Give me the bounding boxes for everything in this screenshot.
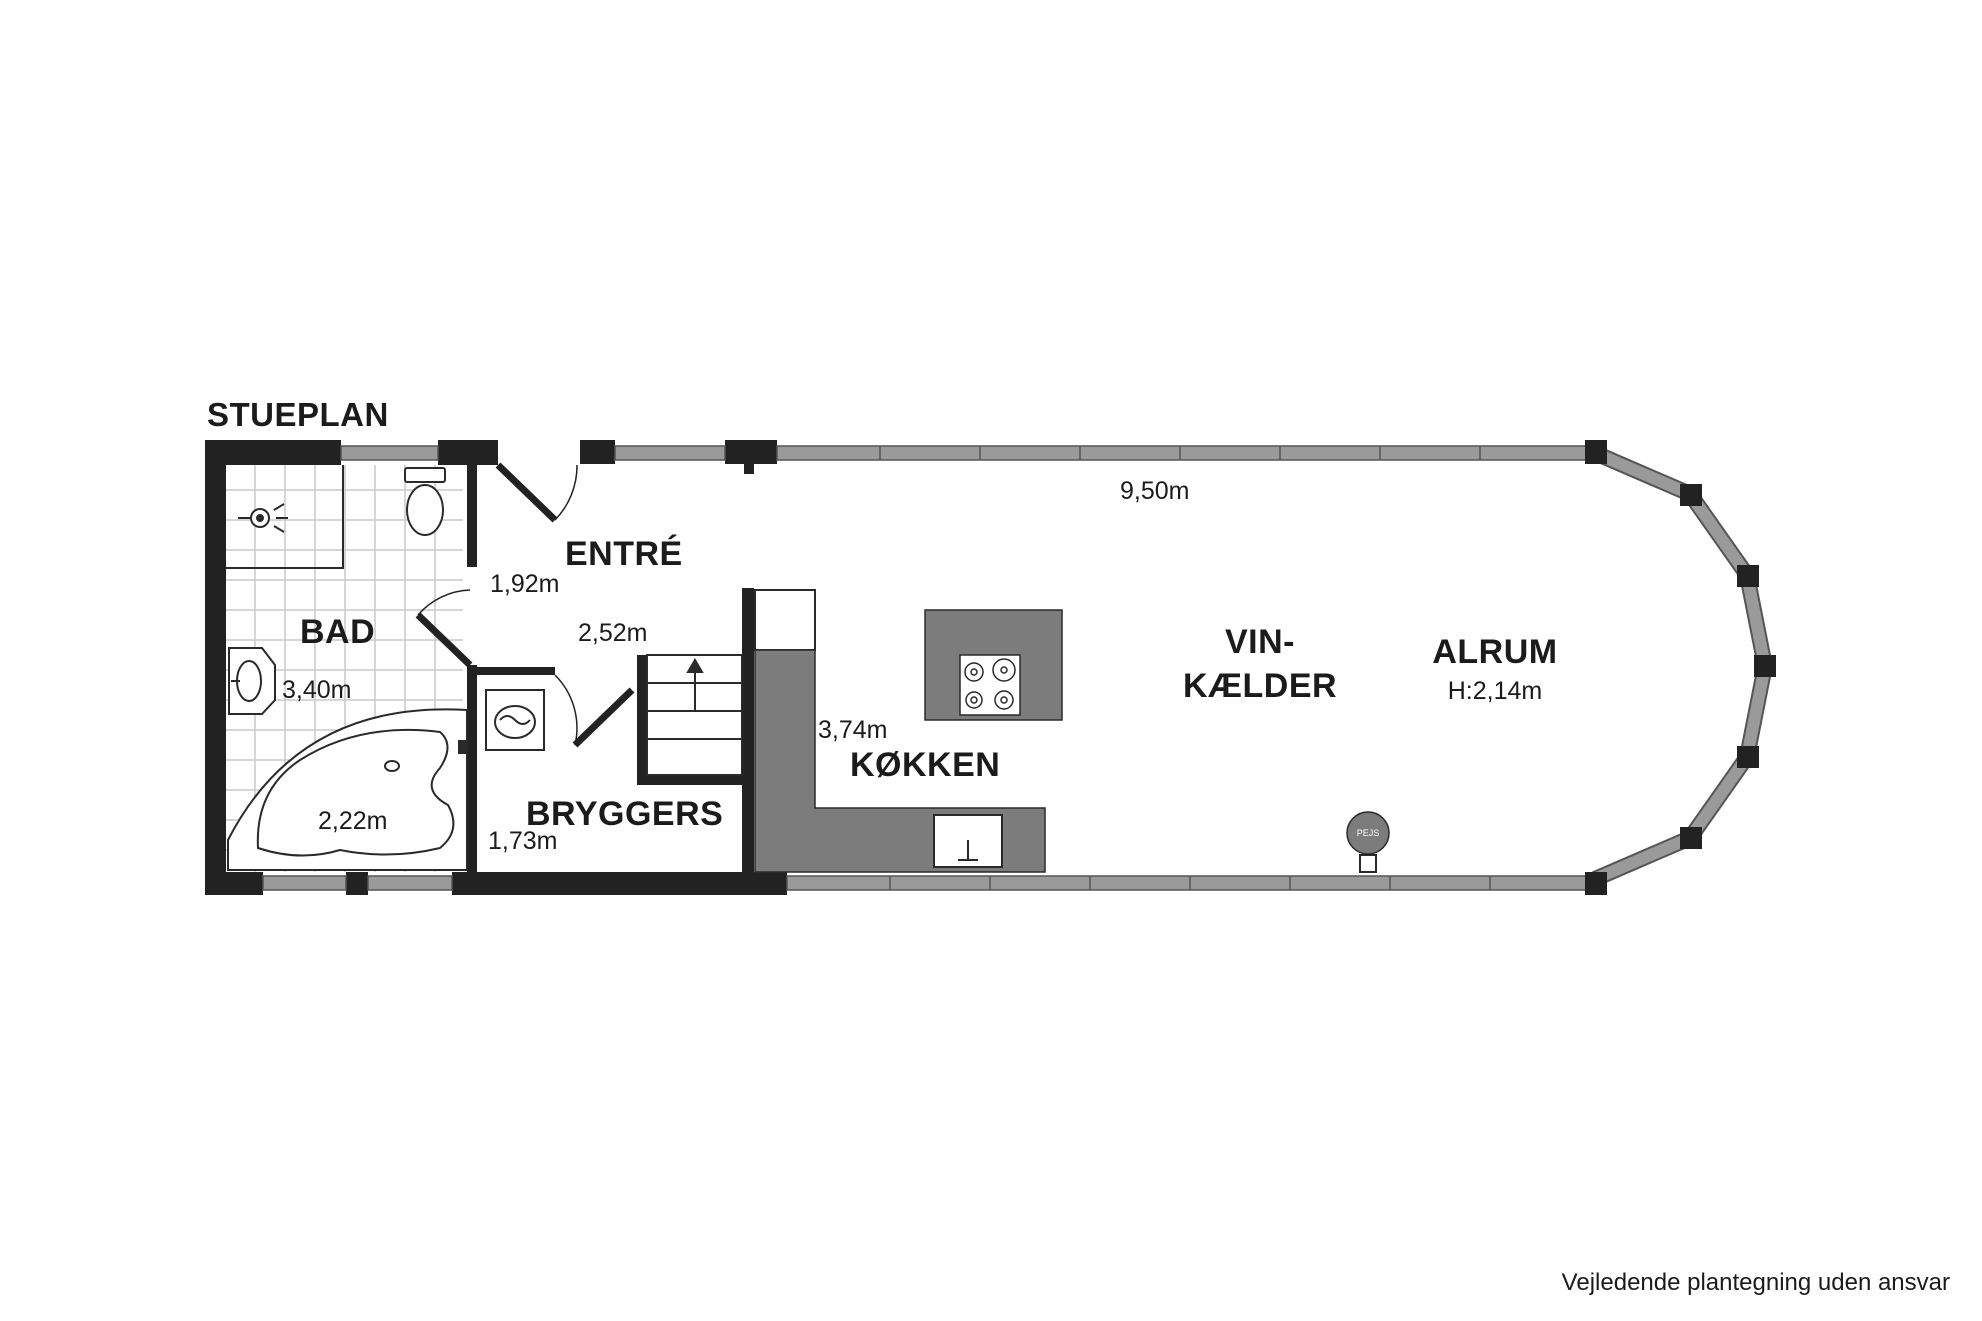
room-label-kaelder: KÆLDER [1183, 667, 1337, 705]
doors [415, 462, 635, 748]
dimension-bryggers: 1,73m [488, 827, 557, 855]
toilet-icon [404, 467, 446, 536]
plan-title: STUEPLAN [207, 396, 389, 433]
kitchen-sink-icon [933, 814, 1003, 868]
disclaimer-text: Vejledende plantegning uden ansvar [1562, 1269, 1950, 1296]
bay-window [1585, 440, 1776, 895]
washing-machine-icon [485, 689, 545, 751]
room-label-vin: VIN- [1225, 623, 1295, 661]
dimension-bathtub: 2,22m [318, 807, 387, 835]
room-label-alrum: ALRUM [1432, 633, 1557, 671]
staircase [646, 654, 743, 776]
windows-bottom [262, 875, 1588, 891]
washbasin-icon [228, 647, 276, 715]
room-label-kokken: KØKKEN [850, 746, 1000, 784]
room-label-bad: BAD [300, 613, 375, 651]
windows-top [340, 445, 1588, 461]
shower-icon [238, 503, 288, 533]
room-label-entre: ENTRÉ [565, 535, 683, 573]
fireplace-label: PEJS [1357, 828, 1380, 838]
room-height-alrum: H:2,14m [1448, 677, 1542, 705]
dimension-stair: 2,52m [578, 619, 647, 647]
shower-partition [226, 465, 344, 569]
room-label-bryggers: BRYGGERS [526, 795, 723, 833]
walls [205, 440, 787, 895]
kitchen-island [924, 609, 1063, 721]
dimension-entre: 1,92m [490, 570, 559, 598]
dimension-kokken: 3,74m [818, 716, 887, 744]
dimension-bad: 3,40m [282, 676, 351, 704]
arrow-up-icon [686, 658, 704, 673]
cooktop-icon [964, 658, 1016, 710]
fireplace-icon: PEJS [1346, 811, 1390, 873]
bathtub-icon [227, 708, 468, 871]
dimension-alrum-length: 9,50m [1120, 477, 1189, 505]
